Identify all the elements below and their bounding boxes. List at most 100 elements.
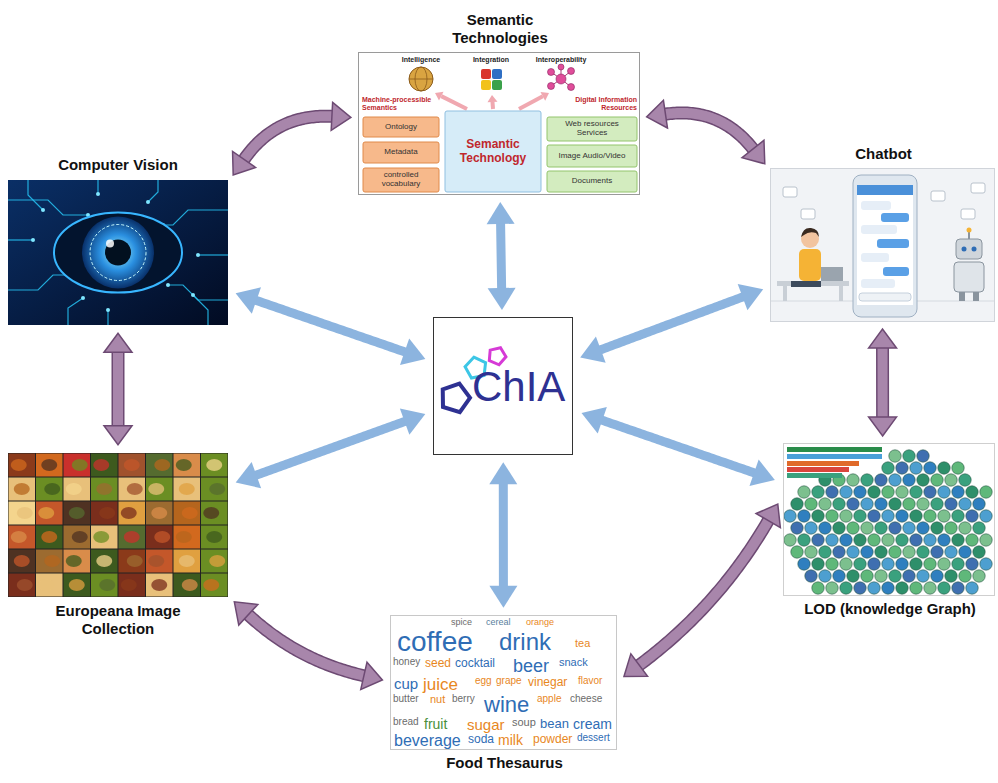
circle-shape [910, 582, 922, 594]
circle-shape [805, 546, 817, 558]
rect-shape [861, 253, 889, 262]
rect-shape [881, 213, 909, 222]
circle-shape [833, 570, 845, 582]
rect-shape [821, 267, 843, 281]
circle-shape [910, 486, 922, 498]
rect-shape [119, 574, 146, 597]
circle-shape [875, 546, 887, 558]
circle-shape [938, 534, 950, 546]
rect-shape [91, 478, 118, 501]
circle-shape [896, 582, 908, 594]
arrow-outline [112, 351, 125, 426]
ellipse-shape [44, 483, 60, 495]
rect-shape [363, 168, 439, 192]
rect-shape [787, 467, 849, 472]
rect-shape [174, 478, 201, 501]
center-box: ChIA [433, 317, 573, 455]
circle-shape [798, 558, 810, 570]
rect-shape [799, 249, 821, 281]
circle-shape [973, 546, 985, 558]
ring-arrow [664, 113, 753, 150]
node-title: Europeana Image Collection [38, 602, 198, 638]
ellipse-shape [66, 483, 82, 495]
rect-shape [547, 145, 637, 167]
circle-shape [966, 558, 978, 570]
ellipse-shape [41, 459, 57, 471]
rect-shape [787, 447, 882, 452]
ellipse-shape [148, 483, 164, 495]
rect-shape [961, 209, 975, 219]
arrow-shaft [113, 351, 123, 426]
rect-shape [64, 526, 91, 549]
thesaurus-panel: Food Thesaurusspicecerealorangecoffeedri… [390, 615, 617, 750]
circle-shape [812, 534, 824, 546]
circle-shape [840, 582, 852, 594]
arrow-shaft [243, 116, 332, 160]
circle-shape [854, 582, 866, 594]
rect-shape [801, 209, 815, 219]
rect-shape [861, 279, 895, 288]
path-shape [193, 295, 208, 325]
circle-shape [896, 510, 908, 522]
concept-box-label: Semantic Technology [445, 111, 541, 192]
circle-shape [556, 74, 566, 84]
circle-shape [861, 522, 873, 534]
ellipse-shape [66, 555, 82, 567]
circle-shape [938, 510, 950, 522]
circle-shape [840, 486, 852, 498]
circle-shape [959, 498, 971, 510]
ellipse-shape [38, 579, 54, 591]
circle-shape [980, 558, 992, 570]
rect-shape [36, 526, 63, 549]
circle-shape [819, 498, 831, 510]
circle-shape [826, 582, 838, 594]
circle-shape [882, 510, 894, 522]
rect-shape [91, 454, 118, 477]
ellipse-shape [151, 507, 167, 519]
circle-shape [896, 462, 908, 474]
circle-shape [967, 228, 972, 233]
rect-shape [839, 286, 843, 301]
word-cloud-term: cream [573, 717, 612, 731]
ellipse-shape [154, 531, 170, 543]
word-cloud-term: egg [475, 676, 492, 686]
rect-shape [119, 526, 146, 549]
rect-shape [91, 574, 118, 597]
word-cloud-term: wine [484, 694, 529, 716]
hub-arrow [255, 421, 405, 475]
circle-shape [798, 510, 810, 522]
circle-shape [854, 558, 866, 570]
ellipse-shape [93, 459, 109, 471]
path-shape [148, 180, 158, 202]
ellipse-shape [72, 459, 88, 471]
circle-shape [106, 308, 110, 312]
concept-box-label: controlled vocabulary [363, 168, 439, 192]
circle-shape [791, 498, 803, 510]
hub-arrow [255, 300, 405, 352]
circle-shape [819, 522, 831, 534]
rect-shape [174, 502, 201, 525]
rect-shape [787, 473, 842, 478]
circle-shape [31, 238, 35, 242]
rect-shape [784, 444, 994, 595]
hub-arrow [501, 223, 502, 289]
circle-shape [840, 510, 852, 522]
word-cloud-term: bread [393, 717, 419, 727]
rect-shape [787, 461, 859, 466]
circle-shape [833, 522, 845, 534]
ellipse-shape [14, 483, 30, 495]
ellipse-shape [99, 507, 115, 519]
rect-shape [174, 574, 201, 597]
rect-shape [481, 69, 491, 79]
ellipse-shape [93, 531, 109, 543]
rect-shape [359, 53, 639, 194]
ellipse-shape [206, 459, 222, 471]
circle-shape [973, 522, 985, 534]
ellipse-shape [41, 531, 57, 543]
circle-shape [931, 474, 943, 486]
word-cloud-term: orange [526, 618, 554, 627]
circle-shape [875, 570, 887, 582]
circle-shape [868, 582, 880, 594]
word-cloud-term: grape [496, 676, 522, 686]
